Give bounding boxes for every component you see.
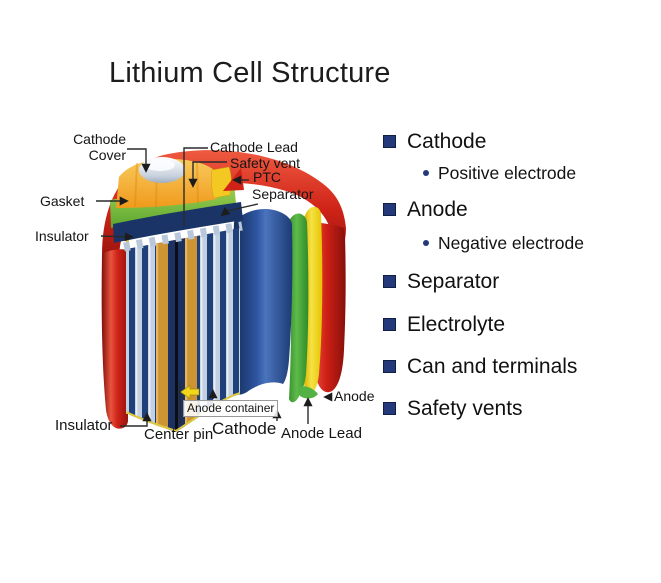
label-insulator-bottom: Insulator — [55, 417, 113, 434]
legend-item-label: Can and terminals — [407, 355, 578, 378]
square-bullet-icon — [383, 203, 396, 216]
label-cathode-cover: Cathode Cover — [73, 131, 126, 163]
green-bottom-curl — [300, 386, 318, 399]
leader-cathode-cover — [127, 148, 151, 173]
green-layer-shape — [287, 213, 309, 403]
side-insulator-strip — [126, 240, 129, 414]
gasket-shape — [110, 182, 236, 228]
safety-vent-shape — [211, 166, 232, 199]
leader-insulator-top — [100, 232, 134, 242]
crown-shape — [116, 158, 217, 208]
label-safety-vent: Safety vent — [230, 155, 301, 171]
dome-highlight — [145, 159, 175, 171]
leader-insulator-bottom — [120, 412, 152, 427]
leader-separator — [220, 203, 259, 217]
legend-item-label: Cathode — [407, 130, 487, 153]
anode-container-shape — [232, 209, 293, 395]
square-bullet-icon — [383, 318, 396, 331]
legend-item-label: Safety vents — [407, 397, 523, 420]
page-title: Lithium Cell Structure — [109, 57, 391, 89]
yellow-arrow — [179, 384, 200, 400]
label-center-pin: Center pin — [144, 426, 214, 443]
legend-item-label: Electrolyte — [407, 313, 506, 336]
top-insulator-band — [113, 202, 243, 243]
square-bullet-icon — [383, 275, 396, 288]
can-right-band-shape — [310, 222, 346, 393]
square-bullet-icon — [383, 360, 396, 373]
cap-assembly — [110, 157, 244, 243]
roll-teeth — [123, 221, 243, 252]
label-anode: Anode — [334, 388, 375, 404]
leader-cathode-lead — [183, 147, 208, 226]
legend-item-can-and-terminals: Can and terminals — [383, 355, 633, 378]
square-bullet-icon — [383, 135, 396, 148]
dot-bullet-icon — [423, 240, 429, 246]
legend-sub-item: Positive electrode — [383, 163, 633, 183]
label-ptc: PTC — [253, 169, 281, 185]
yellow-layer-shape — [304, 206, 323, 397]
label-separator: Separator — [252, 186, 314, 202]
legend-item-anode: Anode — [383, 198, 633, 221]
can-left-wall-shape — [101, 249, 128, 429]
legend-sub-item: Negative electrode — [383, 233, 633, 253]
label-anode-lead: Anode Lead — [281, 425, 362, 442]
label-cathode-bottom: Cathode — [212, 419, 277, 438]
legend-sub-label: Negative electrode — [438, 233, 584, 253]
leader-safety-vent — [188, 161, 227, 188]
legend-item-label: Anode — [407, 198, 468, 221]
square-bullet-icon — [383, 402, 396, 415]
legend-item-electrolyte: Electrolyte — [383, 313, 633, 336]
legend-item-label: Separator — [407, 270, 500, 293]
dot-bullet-icon — [423, 170, 429, 176]
label-anode-container: Anode container — [183, 400, 279, 418]
legend-item-cathode: Cathode — [383, 130, 633, 153]
legend: Cathode Positive electrode Anode Negativ… — [383, 127, 633, 420]
label-cathode-lead: Cathode Lead — [210, 139, 298, 155]
label-insulator-top: Insulator — [35, 228, 89, 244]
legend-item-safety-vents: Safety vents — [383, 397, 633, 420]
legend-item-separator: Separator — [383, 270, 633, 293]
cathode-cover-dome — [139, 157, 185, 183]
label-gasket: Gasket — [40, 193, 85, 209]
can-rim-shape — [102, 150, 346, 258]
legend-sub-label: Positive electrode — [438, 163, 577, 183]
ptc-shape — [223, 168, 244, 191]
